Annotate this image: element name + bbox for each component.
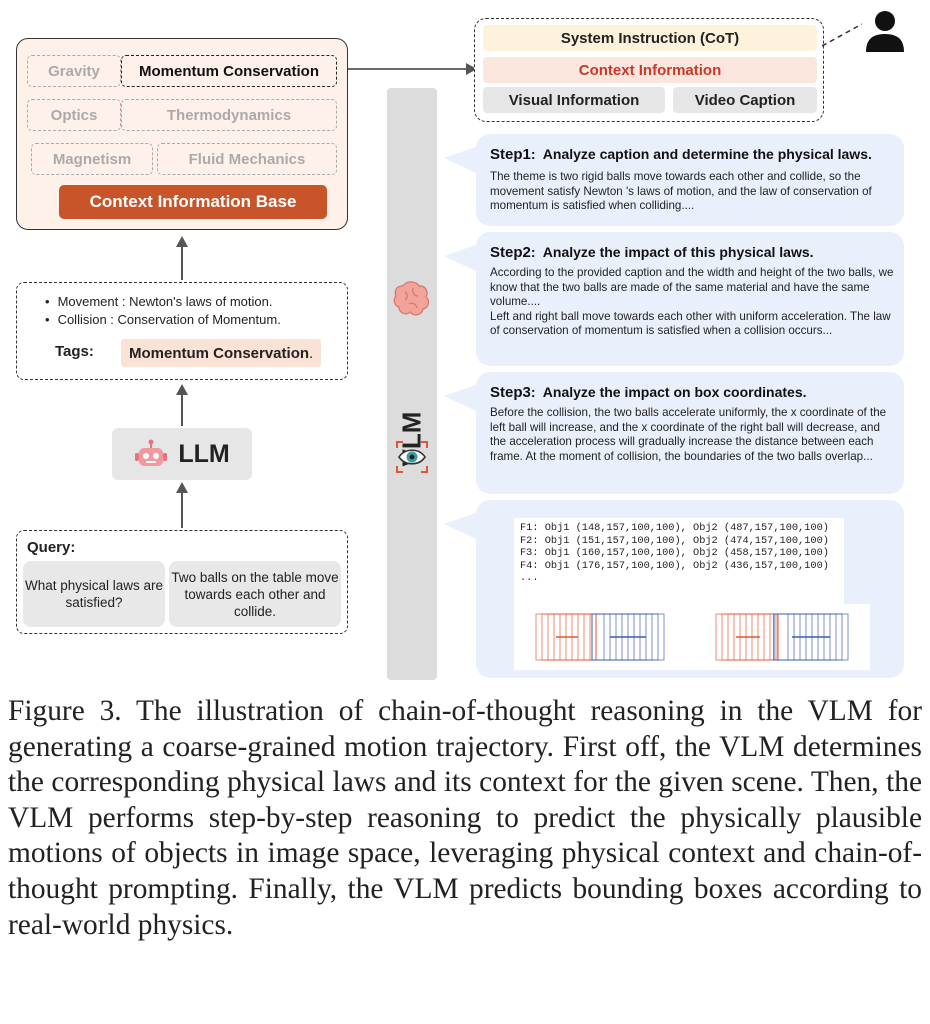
prediction-pointer xyxy=(444,512,478,540)
system-instruction: System Instruction (CoT) xyxy=(483,25,817,51)
bullet-movement: Movement : Newton's laws of motion. xyxy=(45,293,281,311)
visual-information-row: Visual Information xyxy=(483,87,665,113)
step2-name: Step2 xyxy=(490,244,531,261)
context-information-base: Gravity Momentum Conservation Optics The… xyxy=(16,38,348,230)
step3-name: Step3 xyxy=(490,384,531,401)
llm-label: LLM xyxy=(178,439,230,468)
step1-title: Analyze caption and determine the physic… xyxy=(542,146,872,162)
step2-card: Step2: Analyze the impact of this physic… xyxy=(476,232,904,366)
step1-pointer xyxy=(444,146,478,174)
bbox-line: F2: Obj1 (151,157,100,100), Obj2 (474,15… xyxy=(520,534,829,547)
chip-magnetism: Magnetism xyxy=(31,143,153,175)
step1-card: Step1: Analyze caption and determine the… xyxy=(476,134,904,226)
bbox-panel xyxy=(535,613,665,661)
chip-optics: Optics xyxy=(27,99,121,131)
step3-title-row: Step3: Analyze the impact on box coordin… xyxy=(490,384,807,401)
arrow-up-2 xyxy=(176,384,188,426)
robot-icon xyxy=(135,439,168,466)
left-ball-box xyxy=(577,613,597,661)
dashed-connector xyxy=(822,23,863,47)
figure-caption: Figure 3. The illustration of chain-of-t… xyxy=(8,695,922,941)
step2-body: According to the provided caption and th… xyxy=(490,266,894,337)
system-box: System Instruction (CoT) Context Informa… xyxy=(474,18,824,122)
query-label: Query: xyxy=(27,539,76,556)
step3-pointer xyxy=(444,384,478,412)
chip-thermodynamics: Thermodynamics xyxy=(121,99,337,131)
eye-icon xyxy=(396,441,428,473)
step2-pointer xyxy=(444,244,478,272)
bbox-visualization xyxy=(514,604,870,670)
tag-text: Momentum Conservation xyxy=(129,344,310,362)
left-ball-box xyxy=(775,613,779,661)
chip-momentum-conservation: Momentum Conservation xyxy=(121,55,337,87)
right-ball-box xyxy=(591,613,605,661)
step3-body: Before the collision, the two balls acce… xyxy=(490,406,887,463)
prediction-card: F1: Obj1 (148,157,100,100), Obj2 (487,15… xyxy=(476,500,904,678)
chip-fluid-mechanics: Fluid Mechanics xyxy=(157,143,337,175)
query-question: What physical laws are satisfied? xyxy=(23,561,165,627)
step2-title-row: Step2: Analyze the impact of this physic… xyxy=(490,244,814,261)
arrow-up-3 xyxy=(176,482,188,528)
step2-title: Analyze the impact of this physical laws… xyxy=(542,244,814,260)
left-ball-box xyxy=(589,613,597,661)
user-icon xyxy=(866,11,904,52)
right-ball-box xyxy=(773,613,795,661)
step3-title: Analyze the impact on box coordinates. xyxy=(542,384,807,400)
step1-title-row: Step1: Analyze caption and determine the… xyxy=(490,146,872,163)
query-caption: Two balls on the table move towards each… xyxy=(169,561,341,627)
chip-gravity: Gravity xyxy=(27,55,121,87)
video-caption-row: Video Caption xyxy=(673,87,817,113)
bbox-predictions: F1: Obj1 (148,157,100,100), Obj2 (487,15… xyxy=(514,518,844,608)
right-ball-box xyxy=(773,613,789,661)
step1-body: The theme is two rigid balls move toward… xyxy=(490,170,872,212)
bbox-line: F3: Obj1 (160,157,100,100), Obj2 (458,15… xyxy=(520,547,829,559)
tag-chip: Momentum Conservation. xyxy=(121,339,322,367)
tag-suffix: . xyxy=(309,344,314,362)
tags-box: Movement : Newton's laws of motion. Coll… xyxy=(16,282,348,380)
context-base-title: Context Information Base xyxy=(59,185,327,219)
tags-label: Tags: xyxy=(55,343,94,360)
query-box: Query: What physical laws are satisfied?… xyxy=(16,530,348,634)
context-information-row: Context Information xyxy=(483,57,817,83)
bbox-line: F4: Obj1 (176,157,100,100), Obj2 (436,15… xyxy=(520,559,829,572)
right-ball-box xyxy=(591,613,611,661)
brain-icon xyxy=(393,281,429,316)
llm-box: LLM xyxy=(112,428,252,480)
left-ball-box xyxy=(757,613,779,661)
step3-card: Step3: Analyze the impact on box coordin… xyxy=(476,372,904,494)
step1-name: Step1 xyxy=(490,146,531,163)
arrow-right xyxy=(348,63,477,75)
vlm-bar: VLM xyxy=(387,88,437,680)
bbox-line: ... xyxy=(520,572,539,584)
bbox-panel xyxy=(715,613,849,661)
bullet-collision: Collision : Conservation of Momentum. xyxy=(45,311,281,329)
arrow-up-1 xyxy=(176,236,188,280)
bbox-line: F1: Obj1 (148,157,100,100), Obj2 (487,15… xyxy=(520,522,829,534)
